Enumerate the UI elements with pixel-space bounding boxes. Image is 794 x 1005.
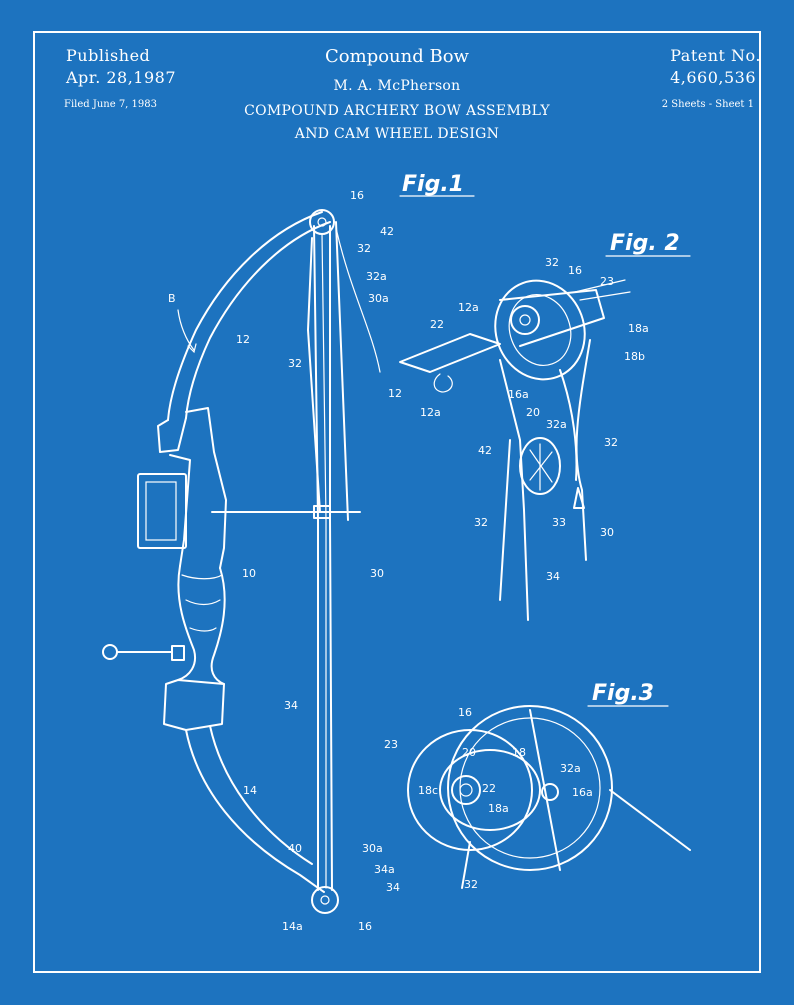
published-date: Apr. 28,1987 xyxy=(66,68,177,87)
label-42: 42 xyxy=(380,225,394,238)
label-34-fig2: 34 xyxy=(546,570,560,583)
label-18b-fig2: 18b xyxy=(624,350,645,363)
label-16-top: 16 xyxy=(350,189,364,202)
page-title: Compound Bow xyxy=(325,46,469,67)
label-30a-bottom: 30a xyxy=(362,842,383,855)
label-16-fig3: 16 xyxy=(458,706,472,719)
label-12-fig2: 12 xyxy=(388,387,402,400)
label-32a: 32a xyxy=(366,270,387,283)
label-16a-fig3: 16a xyxy=(572,786,593,799)
label-32a-fig2: 32a xyxy=(546,418,567,431)
label-18-fig3: 18 xyxy=(512,746,526,759)
label-32a-fig3: 32a xyxy=(560,762,581,775)
label-18a-fig2: 18a xyxy=(628,322,649,335)
label-30: 30 xyxy=(370,567,384,580)
label-22-fig3: 22 xyxy=(482,782,496,795)
filed-date: Filed June 7, 1983 xyxy=(64,99,157,110)
label-32-fig2-left: 32 xyxy=(474,516,488,529)
label-14a: 14a xyxy=(282,920,303,933)
published-label: Published xyxy=(66,46,151,65)
label-32-fig2-right: 32 xyxy=(604,436,618,449)
label-34a: 34a xyxy=(374,863,395,876)
label-12a-fig2-bottom: 12a xyxy=(420,406,441,419)
label-20-fig3: 20 xyxy=(462,746,476,759)
label-32-mid: 32 xyxy=(288,357,302,370)
figure-1-bow: 16 42 32 32a 30a B 12 32 10 30 34 14 40 … xyxy=(102,189,400,933)
label-22-fig2: 22 xyxy=(430,318,444,331)
label-b: B xyxy=(168,292,176,305)
figure-2-wheel-assembly: 32 16 23 12a 22 18a 18b 12 16a 12a 20 32… xyxy=(388,256,649,621)
label-12: 12 xyxy=(236,333,250,346)
label-30-fig2: 30 xyxy=(600,526,614,539)
figure-1-title: Fig.1 xyxy=(402,172,464,197)
label-10: 10 xyxy=(242,567,256,580)
label-20-fig2: 20 xyxy=(526,406,540,419)
label-14: 14 xyxy=(243,784,257,797)
patent-number: 4,660,536 xyxy=(670,68,756,87)
label-16-fig2: 16 xyxy=(568,264,582,277)
label-33-fig2: 33 xyxy=(552,516,566,529)
figure-3-cam-wheel: 16 23 20 18 32a 18c 22 18a 16a 32 xyxy=(384,705,691,891)
patent-label: Patent No. xyxy=(670,46,761,65)
label-23-fig2: 23 xyxy=(600,275,614,288)
label-32-fig2-top: 32 xyxy=(545,256,559,269)
subtitle-line-1: COMPOUND ARCHERY BOW ASSEMBLY xyxy=(244,103,550,119)
border-frame xyxy=(33,31,761,973)
label-40: 40 xyxy=(288,842,302,855)
inventor-name: M. A. McPherson xyxy=(333,78,461,94)
label-18c-fig3: 18c xyxy=(418,784,438,797)
label-16-bottom: 16 xyxy=(358,920,372,933)
label-18a-fig3: 18a xyxy=(488,802,509,815)
label-32-fig3: 32 xyxy=(464,878,478,891)
label-12a-fig2-top: 12a xyxy=(458,301,479,314)
figure-3-title: Fig.3 xyxy=(592,681,654,706)
label-34-bottom: 34 xyxy=(386,881,400,894)
label-32-top: 32 xyxy=(357,242,371,255)
figure-2-title: Fig. 2 xyxy=(610,231,680,256)
subtitle-line-2: AND CAM WHEEL DESIGN xyxy=(294,126,500,142)
label-30a-top: 30a xyxy=(368,292,389,305)
label-23-fig3: 23 xyxy=(384,738,398,751)
sheet-info: 2 Sheets - Sheet 1 xyxy=(661,99,754,110)
label-16a-fig2: 16a xyxy=(508,388,529,401)
label-34: 34 xyxy=(284,699,298,712)
label-42-fig2: 42 xyxy=(478,444,492,457)
